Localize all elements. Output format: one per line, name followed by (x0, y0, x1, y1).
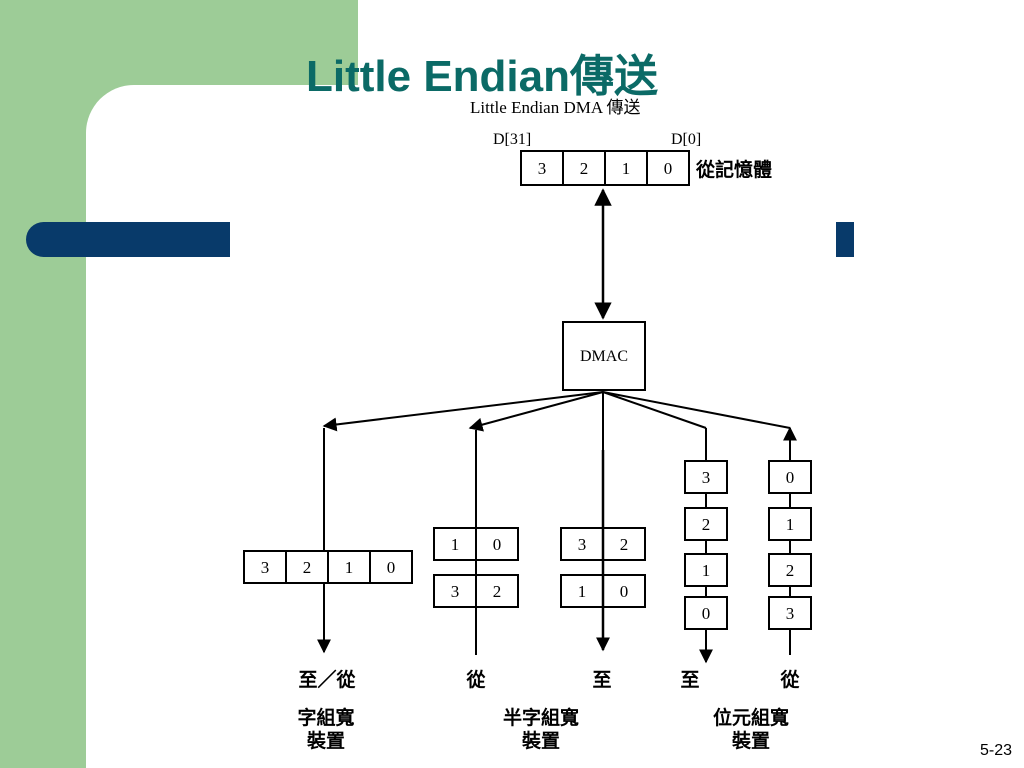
halfword-from-byte: 3 (451, 582, 460, 601)
memory-byte: 1 (622, 159, 631, 178)
word-device-direction: 至／從 (298, 668, 355, 691)
memory-lsb-label: D[0] (671, 131, 701, 148)
word-device-byte: 0 (387, 558, 396, 577)
diagram-caption: Little Endian DMA 傳送 (470, 98, 640, 117)
halfword-from-registers (433, 527, 519, 608)
dmac-label: DMAC (580, 348, 628, 365)
halfword-to-byte: 2 (620, 535, 629, 554)
word-device-label: 字組寬 (297, 706, 354, 729)
memory-msb-label: D[31] (493, 131, 531, 148)
byte-to-label: 至 (680, 669, 699, 691)
word-device-register (243, 550, 413, 584)
byte-from-label: 從 (779, 668, 799, 691)
byte-from-registers (768, 460, 812, 630)
memory-label: 從記憶體 (695, 158, 772, 181)
byte-to-byte: 0 (702, 604, 711, 623)
byte-from-byte: 2 (786, 561, 795, 580)
halfword-from-byte: 1 (451, 535, 460, 554)
byte-from-byte: 3 (786, 604, 795, 623)
byte-to-byte: 1 (702, 561, 711, 580)
byte-from-byte: 1 (786, 515, 795, 534)
word-device-byte: 1 (345, 558, 354, 577)
halfword-from-label: 從 (465, 668, 485, 691)
byte-to-byte: 3 (702, 468, 711, 487)
decorative-bar-right (836, 222, 854, 257)
dmac-box (562, 321, 646, 391)
word-device-byte: 3 (261, 558, 270, 577)
halfword-to-byte: 0 (620, 582, 629, 601)
halfword-device-label: 裝置 (521, 729, 560, 752)
byte-to-registers (684, 460, 728, 630)
byte-from-byte: 0 (786, 468, 795, 487)
halfword-from-byte: 0 (493, 535, 502, 554)
byte-device-label: 裝置 (731, 729, 770, 752)
decorative-bar-left (26, 222, 230, 257)
background-white-panel (86, 85, 1024, 768)
memory-byte: 2 (580, 159, 589, 178)
halfword-to-label: 至 (592, 669, 611, 691)
fanout-lines (322, 391, 791, 652)
word-device-label: 裝置 (306, 729, 345, 752)
memory-word (520, 150, 690, 186)
background-white-top (358, 0, 1024, 90)
byte-to-byte: 2 (702, 515, 711, 534)
memory-byte: 3 (538, 159, 547, 178)
word-device-byte: 2 (303, 558, 312, 577)
byte-device-label: 位元組寬 (713, 706, 789, 729)
halfword-to-byte: 3 (578, 535, 587, 554)
halfword-to-byte: 1 (578, 582, 587, 601)
slide-title: Little Endian傳送 (306, 52, 658, 101)
page-number: 5-23 (979, 742, 1012, 759)
halfword-device-label: 半字組寬 (503, 706, 579, 729)
halfword-from-byte: 2 (493, 582, 502, 601)
memory-byte: 0 (664, 159, 673, 178)
